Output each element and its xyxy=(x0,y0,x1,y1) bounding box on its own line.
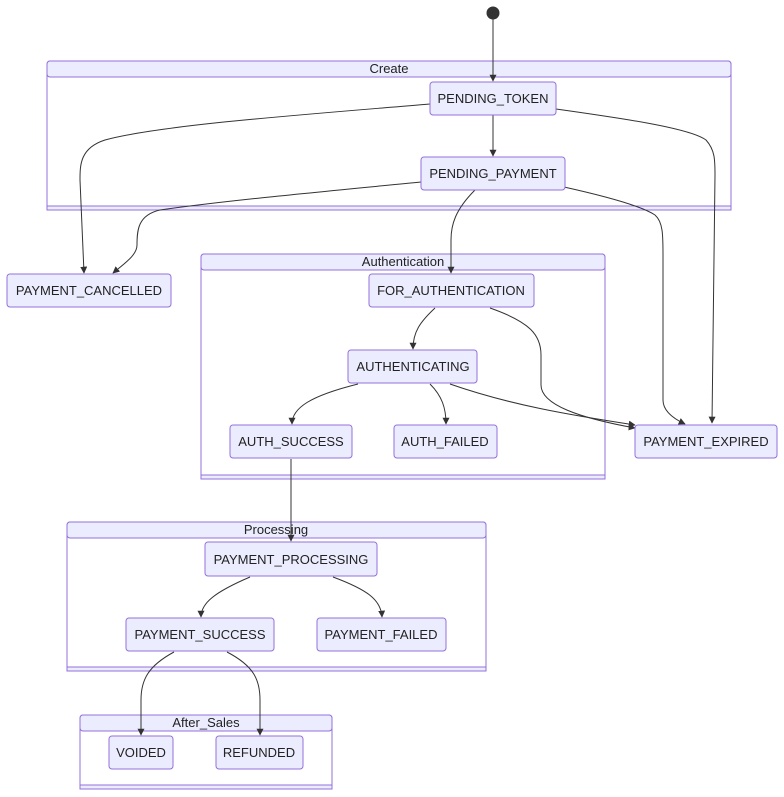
state-label-auth-success: AUTH_SUCCESS xyxy=(238,434,344,449)
state-payment-cancelled[interactable]: PAYMENT_CANCELLED xyxy=(6,273,172,308)
cluster-after-sales: After_Sales xyxy=(79,714,333,790)
state-payment-expired[interactable]: PAYMENT_EXPIRED xyxy=(634,424,778,459)
state-label-payment-success: PAYMENT_SUCCESS xyxy=(135,627,266,642)
edges xyxy=(79,18,716,736)
edge-pending-token-payment-expired xyxy=(555,108,716,424)
state-label-pending-token: PENDING_TOKEN xyxy=(437,91,548,106)
state-auth-success[interactable]: AUTH_SUCCESS xyxy=(229,424,353,459)
cluster-label-after-sales: After_Sales xyxy=(172,715,240,730)
state-label-payment-failed: PAYMENT_FAILED xyxy=(325,627,438,642)
edge-pending-payment-for-authentication xyxy=(447,189,476,274)
state-label-voided: VOIDED xyxy=(116,745,166,760)
edge-authenticating-auth-failed xyxy=(429,383,450,425)
state-pending-payment[interactable]: PENDING_PAYMENT xyxy=(420,156,566,191)
state-payment-processing[interactable]: PAYMENT_PROCESSING xyxy=(204,541,378,577)
state-payment-failed[interactable]: PAYMENT_FAILED xyxy=(316,617,447,652)
state-authenticating[interactable]: AUTHENTICATING xyxy=(347,349,478,384)
edge-payment-processing-payment-failed xyxy=(332,576,386,618)
edge-payment-success-refunded xyxy=(226,651,264,736)
state-label-payment-expired: PAYMENT_EXPIRED xyxy=(643,434,768,449)
cluster-label-create: Create xyxy=(369,61,408,76)
edge-pending-payment-payment-cancelled xyxy=(112,181,422,274)
state-label-pending-payment: PENDING_PAYMENT xyxy=(429,166,556,181)
edge-authenticating-payment-expired xyxy=(449,383,636,428)
state-payment-success[interactable]: PAYMENT_SUCCESS xyxy=(125,617,275,652)
edge-pending-payment-payment-expired xyxy=(563,186,686,425)
state-label-for-authentication: FOR_AUTHENTICATION xyxy=(377,283,525,298)
edge-for-authentication-authenticating xyxy=(409,307,436,350)
cluster-create: Create xyxy=(46,60,732,211)
state-label-refunded: REFUNDED xyxy=(223,745,295,760)
state-for-authentication[interactable]: FOR_AUTHENTICATION xyxy=(368,273,535,308)
edge-payment-processing-payment-success xyxy=(197,576,251,618)
edge-pending-token-payment-cancelled xyxy=(79,103,431,274)
state-label-payment-cancelled: PAYMENT_CANCELLED xyxy=(16,283,162,298)
state-refunded[interactable]: REFUNDED xyxy=(215,735,304,770)
state-auth-failed[interactable]: AUTH_FAILED xyxy=(393,424,498,459)
state-pending-token[interactable]: PENDING_TOKEN xyxy=(429,81,557,116)
edge-authenticating-auth-success xyxy=(288,383,359,425)
state-label-payment-processing: PAYMENT_PROCESSING xyxy=(214,552,369,567)
state-label-authenticating: AUTHENTICATING xyxy=(356,359,469,374)
cluster-label-processing: Processing xyxy=(244,522,308,537)
state-label-auth-failed: AUTH_FAILED xyxy=(401,434,488,449)
cluster-label-authentication: Authentication xyxy=(362,254,444,269)
start-state-marker xyxy=(486,6,500,20)
edge-payment-success-voided xyxy=(137,651,175,736)
state-voided[interactable]: VOIDED xyxy=(108,735,174,770)
